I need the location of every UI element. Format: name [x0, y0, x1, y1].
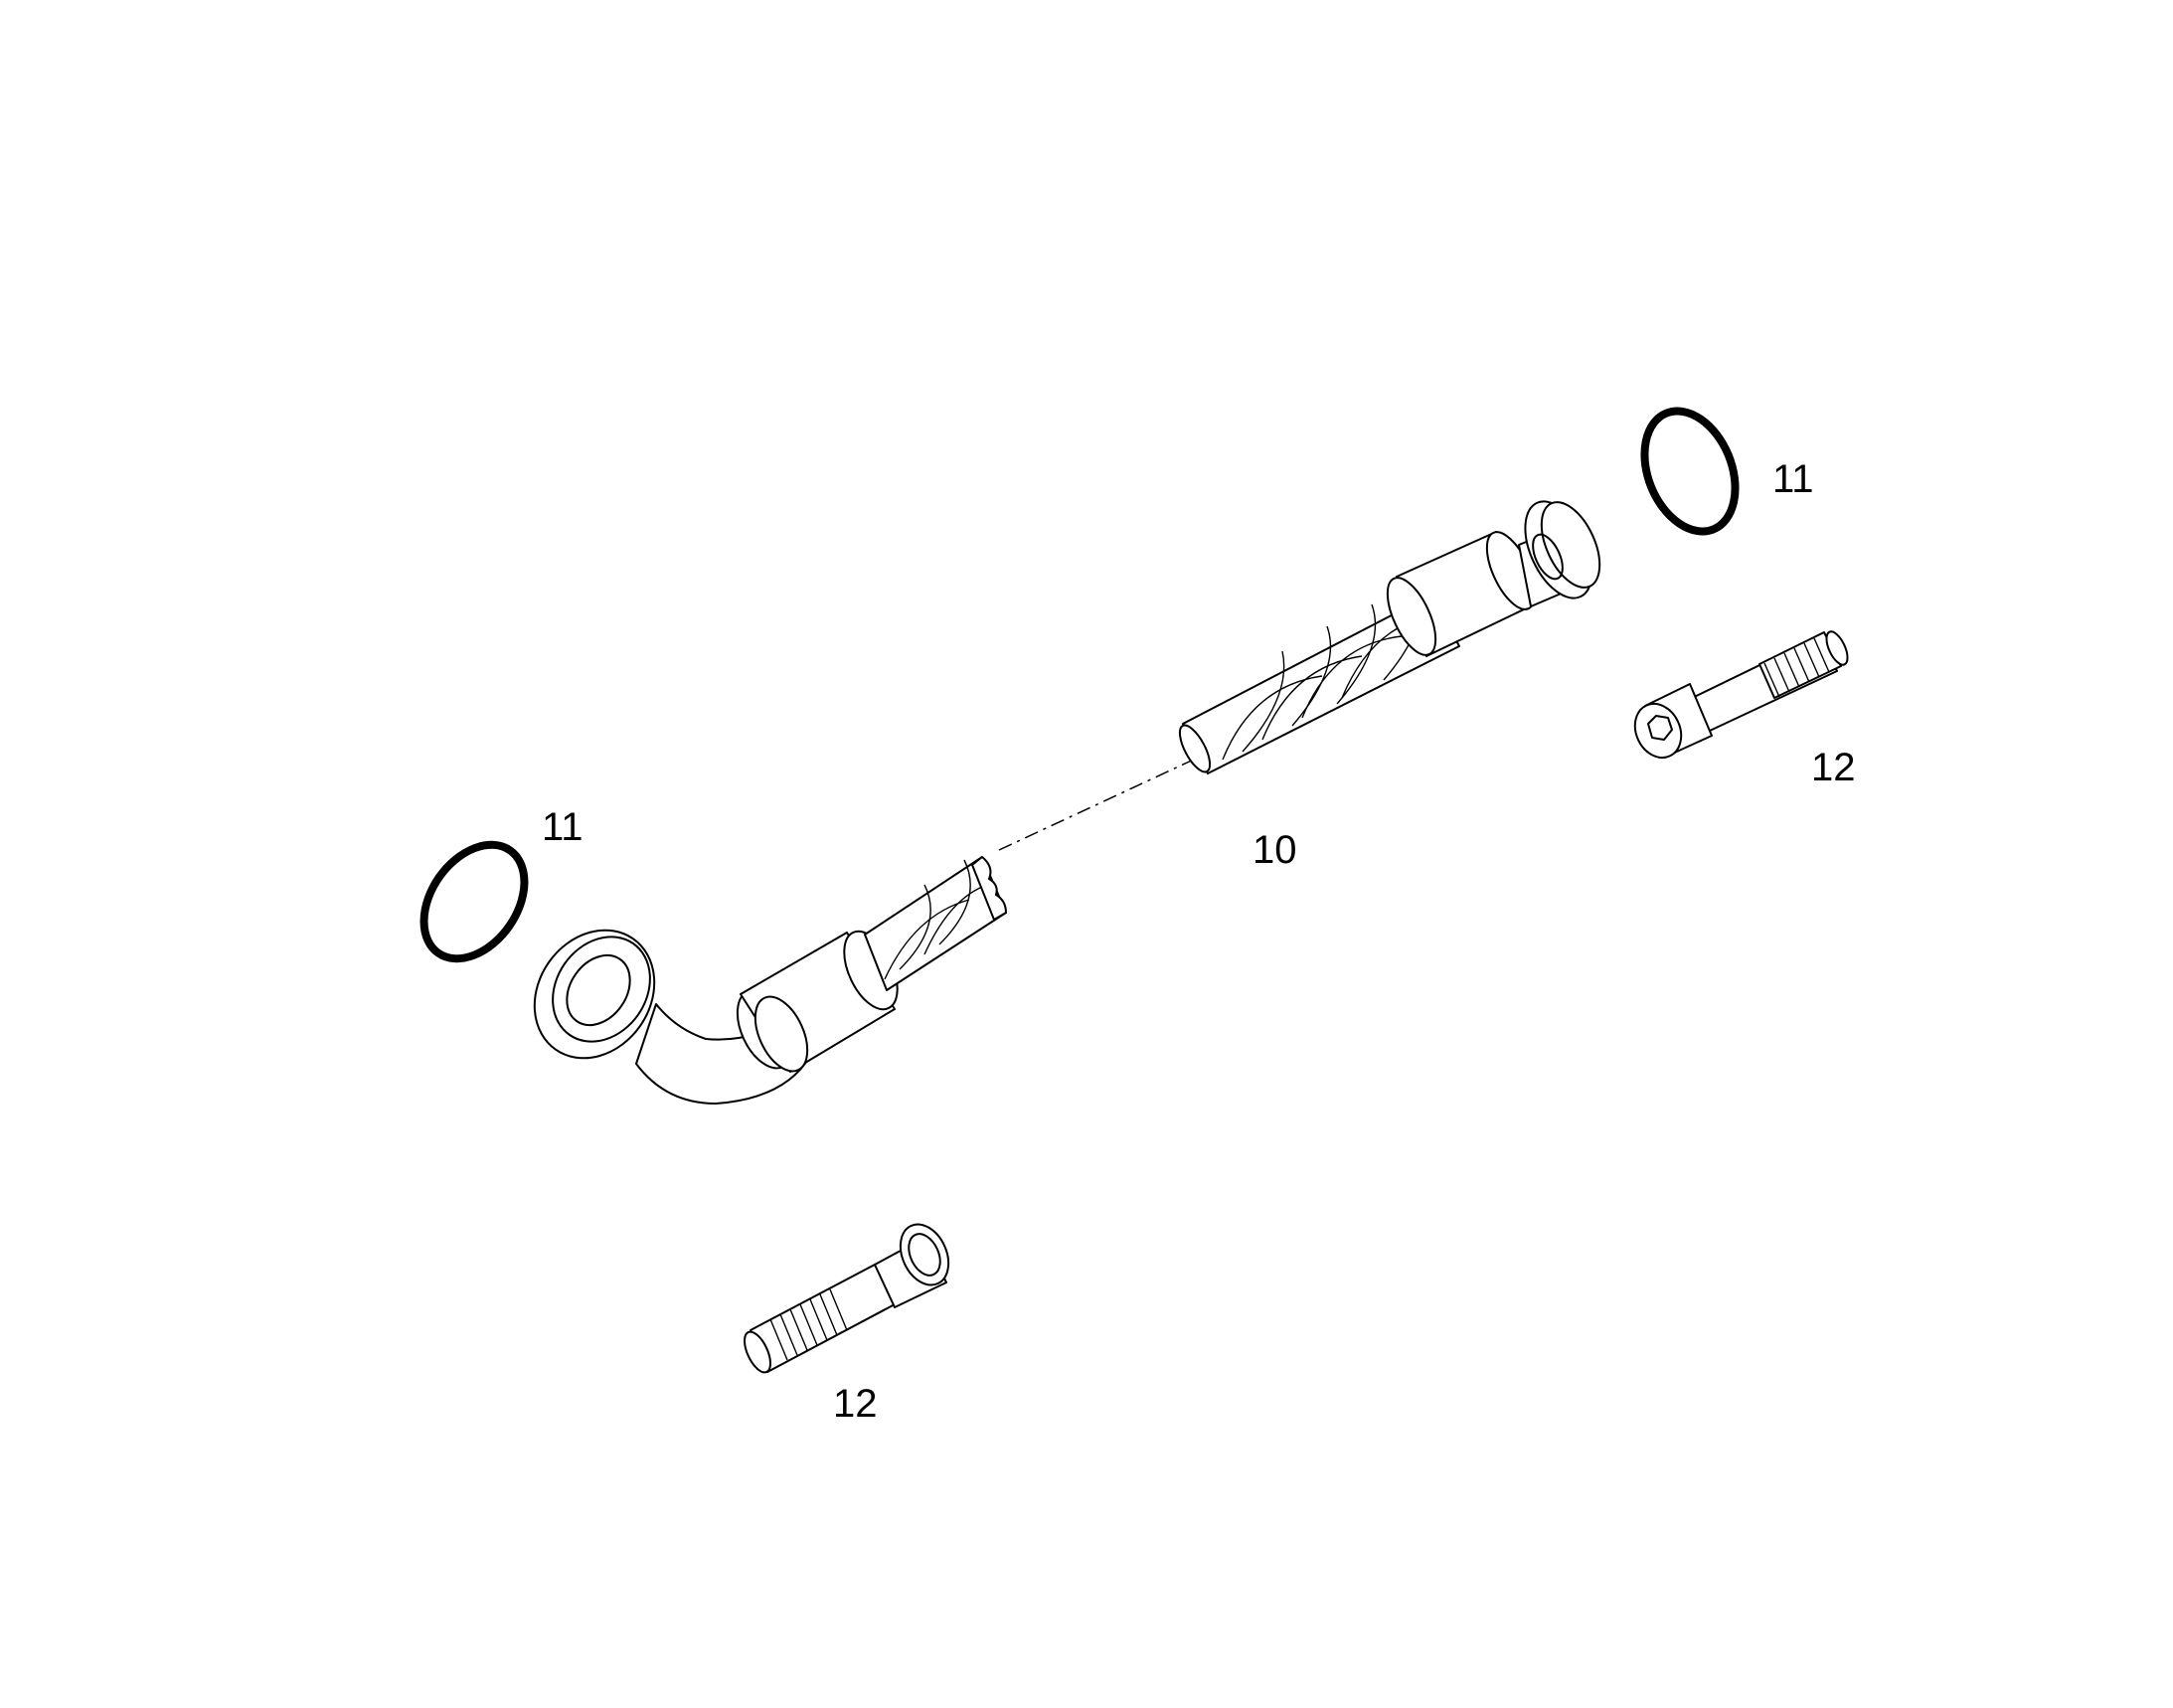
o-ring-right [1640, 407, 1740, 536]
hose-left-end [533, 856, 1007, 1105]
callout-label-o-ring-right: 11 [1772, 457, 1814, 501]
callout-label-o-ring-left: 11 [542, 805, 584, 849]
callout-label-bolt-bottom: 12 [833, 1382, 878, 1426]
hose-right-end [1178, 500, 1601, 774]
o-ring-left [419, 840, 529, 963]
callout-label-hose: 10 [1253, 828, 1297, 872]
bolt-right [1633, 630, 1849, 760]
hose-center-line [998, 757, 1199, 851]
bolt-bottom [744, 1223, 950, 1374]
callout-label-bolt-right: 12 [1811, 746, 1856, 789]
